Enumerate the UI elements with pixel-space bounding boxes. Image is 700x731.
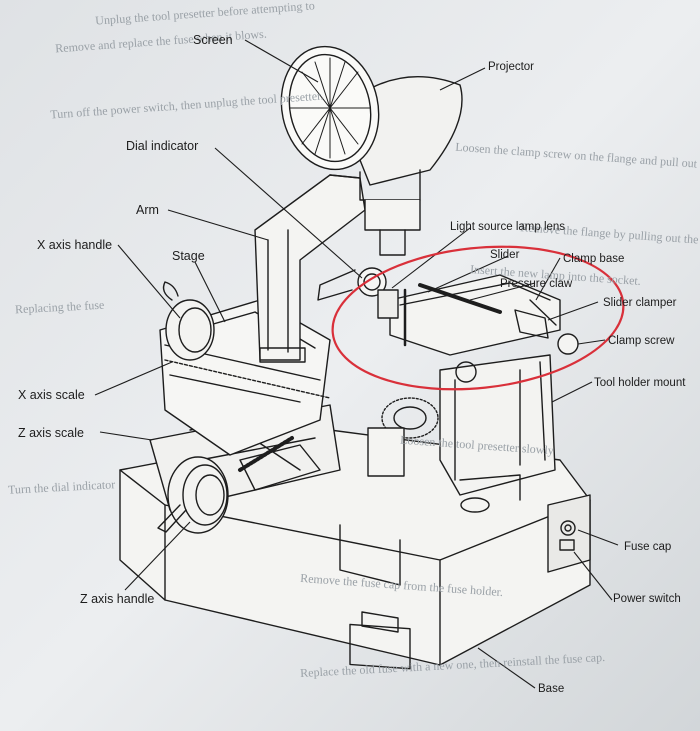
label-dial-indicator: Dial indicator bbox=[126, 139, 199, 153]
screen-reticle bbox=[289, 57, 371, 159]
label-z-axis-scale: Z axis scale bbox=[18, 426, 84, 440]
fuse-panel bbox=[547, 494, 591, 573]
highlight-ellipse bbox=[331, 245, 625, 391]
label-pressure-claw: Pressure claw bbox=[500, 278, 573, 290]
slider-rail bbox=[389, 274, 561, 356]
leader-lines bbox=[94, 39, 619, 689]
clamp-screw-knob bbox=[557, 333, 579, 355]
label-x-axis-handle: X axis handle bbox=[37, 238, 113, 252]
label-tool-holder-mount: Tool holder mount bbox=[594, 377, 686, 389]
label-clamp-screw: Clamp screw bbox=[608, 335, 675, 347]
label-clamp-base: Clamp base bbox=[563, 253, 625, 265]
label-fuse-cap: Fuse cap bbox=[624, 541, 672, 553]
label-screen: Screen bbox=[193, 33, 233, 47]
label-z-axis-handle: Z axis handle bbox=[80, 592, 155, 606]
label-stage: Stage bbox=[172, 249, 205, 263]
label-slider: Slider bbox=[490, 249, 520, 261]
bevel-gear bbox=[381, 397, 439, 439]
label-light-source-lamp-lens: Light source lamp lens bbox=[450, 221, 566, 233]
z-handle-wheel bbox=[167, 456, 229, 534]
label-power-switch: Power switch bbox=[613, 593, 681, 605]
label-x-axis-scale: X axis scale bbox=[18, 388, 85, 402]
label-arm: Arm bbox=[136, 203, 159, 217]
label-projector: Projector bbox=[488, 61, 535, 73]
label-slider-clamper: Slider clamper bbox=[603, 297, 677, 309]
label-base: Base bbox=[538, 683, 565, 695]
